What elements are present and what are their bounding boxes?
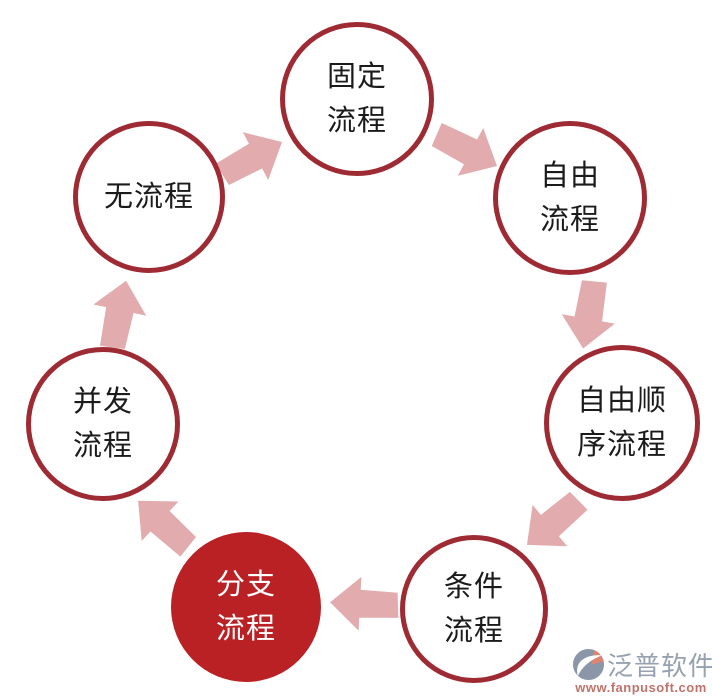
flow-arrow-icon <box>507 478 599 569</box>
flow-arrow-icon <box>207 115 298 200</box>
node-condition-process: 条件 流程 <box>400 535 548 683</box>
node-label-line: 流程 <box>215 613 276 645</box>
node-label-line: 流程 <box>443 615 504 647</box>
flow-arrow-icon <box>422 107 513 192</box>
flow-arrow-icon <box>554 275 624 356</box>
flow-arrow-icon <box>327 573 402 635</box>
node-label-line: 分支 <box>215 568 276 601</box>
watermark: 泛普软件 www.fanpusoft.com <box>572 646 712 695</box>
node-concurrent-process: 并发 流程 <box>26 347 180 501</box>
watermark-brand-text: 泛普软件 <box>607 651 712 681</box>
watermark-url: www.fanpusoft.com <box>575 680 707 695</box>
node-label-line: 流程 <box>72 430 133 462</box>
node-label-line: 自由 <box>539 159 600 192</box>
node-label-line: 条件 <box>443 570 504 603</box>
node-label-line: 固定 <box>326 60 387 93</box>
watermark-brand-row: 泛普软件 <box>572 646 712 683</box>
node-free-process: 自由 流程 <box>493 121 647 275</box>
node-label-line: 流程 <box>539 204 600 236</box>
fanpu-logo-icon <box>572 648 605 681</box>
node-fixed-process: 固定 流程 <box>280 22 434 176</box>
node-free-order-process: 自由顺 序流程 <box>544 345 700 501</box>
node-label-line: 自由顺 <box>576 384 667 417</box>
node-label-line: 无流程 <box>103 180 194 213</box>
node-no-process: 无流程 <box>73 121 225 273</box>
flow-arrow-icon <box>117 478 209 570</box>
node-label-line: 并发 <box>72 385 133 418</box>
node-label-line: 流程 <box>326 105 387 137</box>
node-label-line: 序流程 <box>576 429 667 461</box>
flow-arrow-icon <box>83 273 155 355</box>
node-branch-process-highlighted: 分支 流程 <box>171 532 321 682</box>
